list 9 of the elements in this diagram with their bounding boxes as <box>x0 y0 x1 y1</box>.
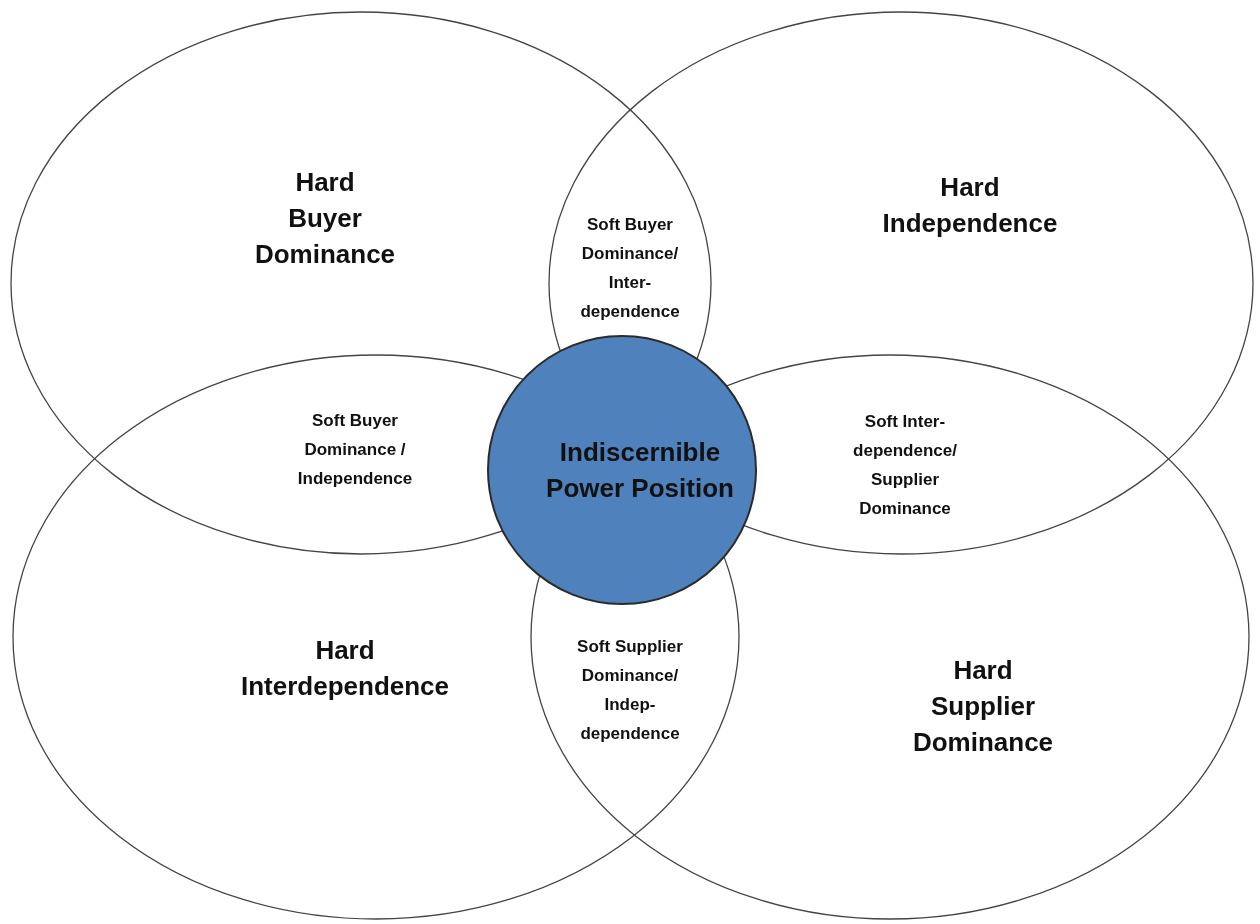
region-label: Hard Interdependence <box>240 634 450 703</box>
region-label: Hard Independence <box>882 171 1058 240</box>
overlap-label: Soft Buyer Dominance/ Inter- dependence <box>580 214 680 323</box>
region-label: Hard Supplier Dominance <box>912 654 1054 759</box>
overlap-label: Soft Supplier Dominance/ Indep- dependence <box>577 636 683 745</box>
overlap-label: Soft Inter- dependence/ Supplier Dominance <box>853 411 957 520</box>
overlap-label: Soft Buyer Dominance / Independence <box>297 409 413 490</box>
region-label: Hard Buyer Dominance <box>254 166 396 271</box>
center-label: Indiscernible Power Position <box>546 436 734 505</box>
